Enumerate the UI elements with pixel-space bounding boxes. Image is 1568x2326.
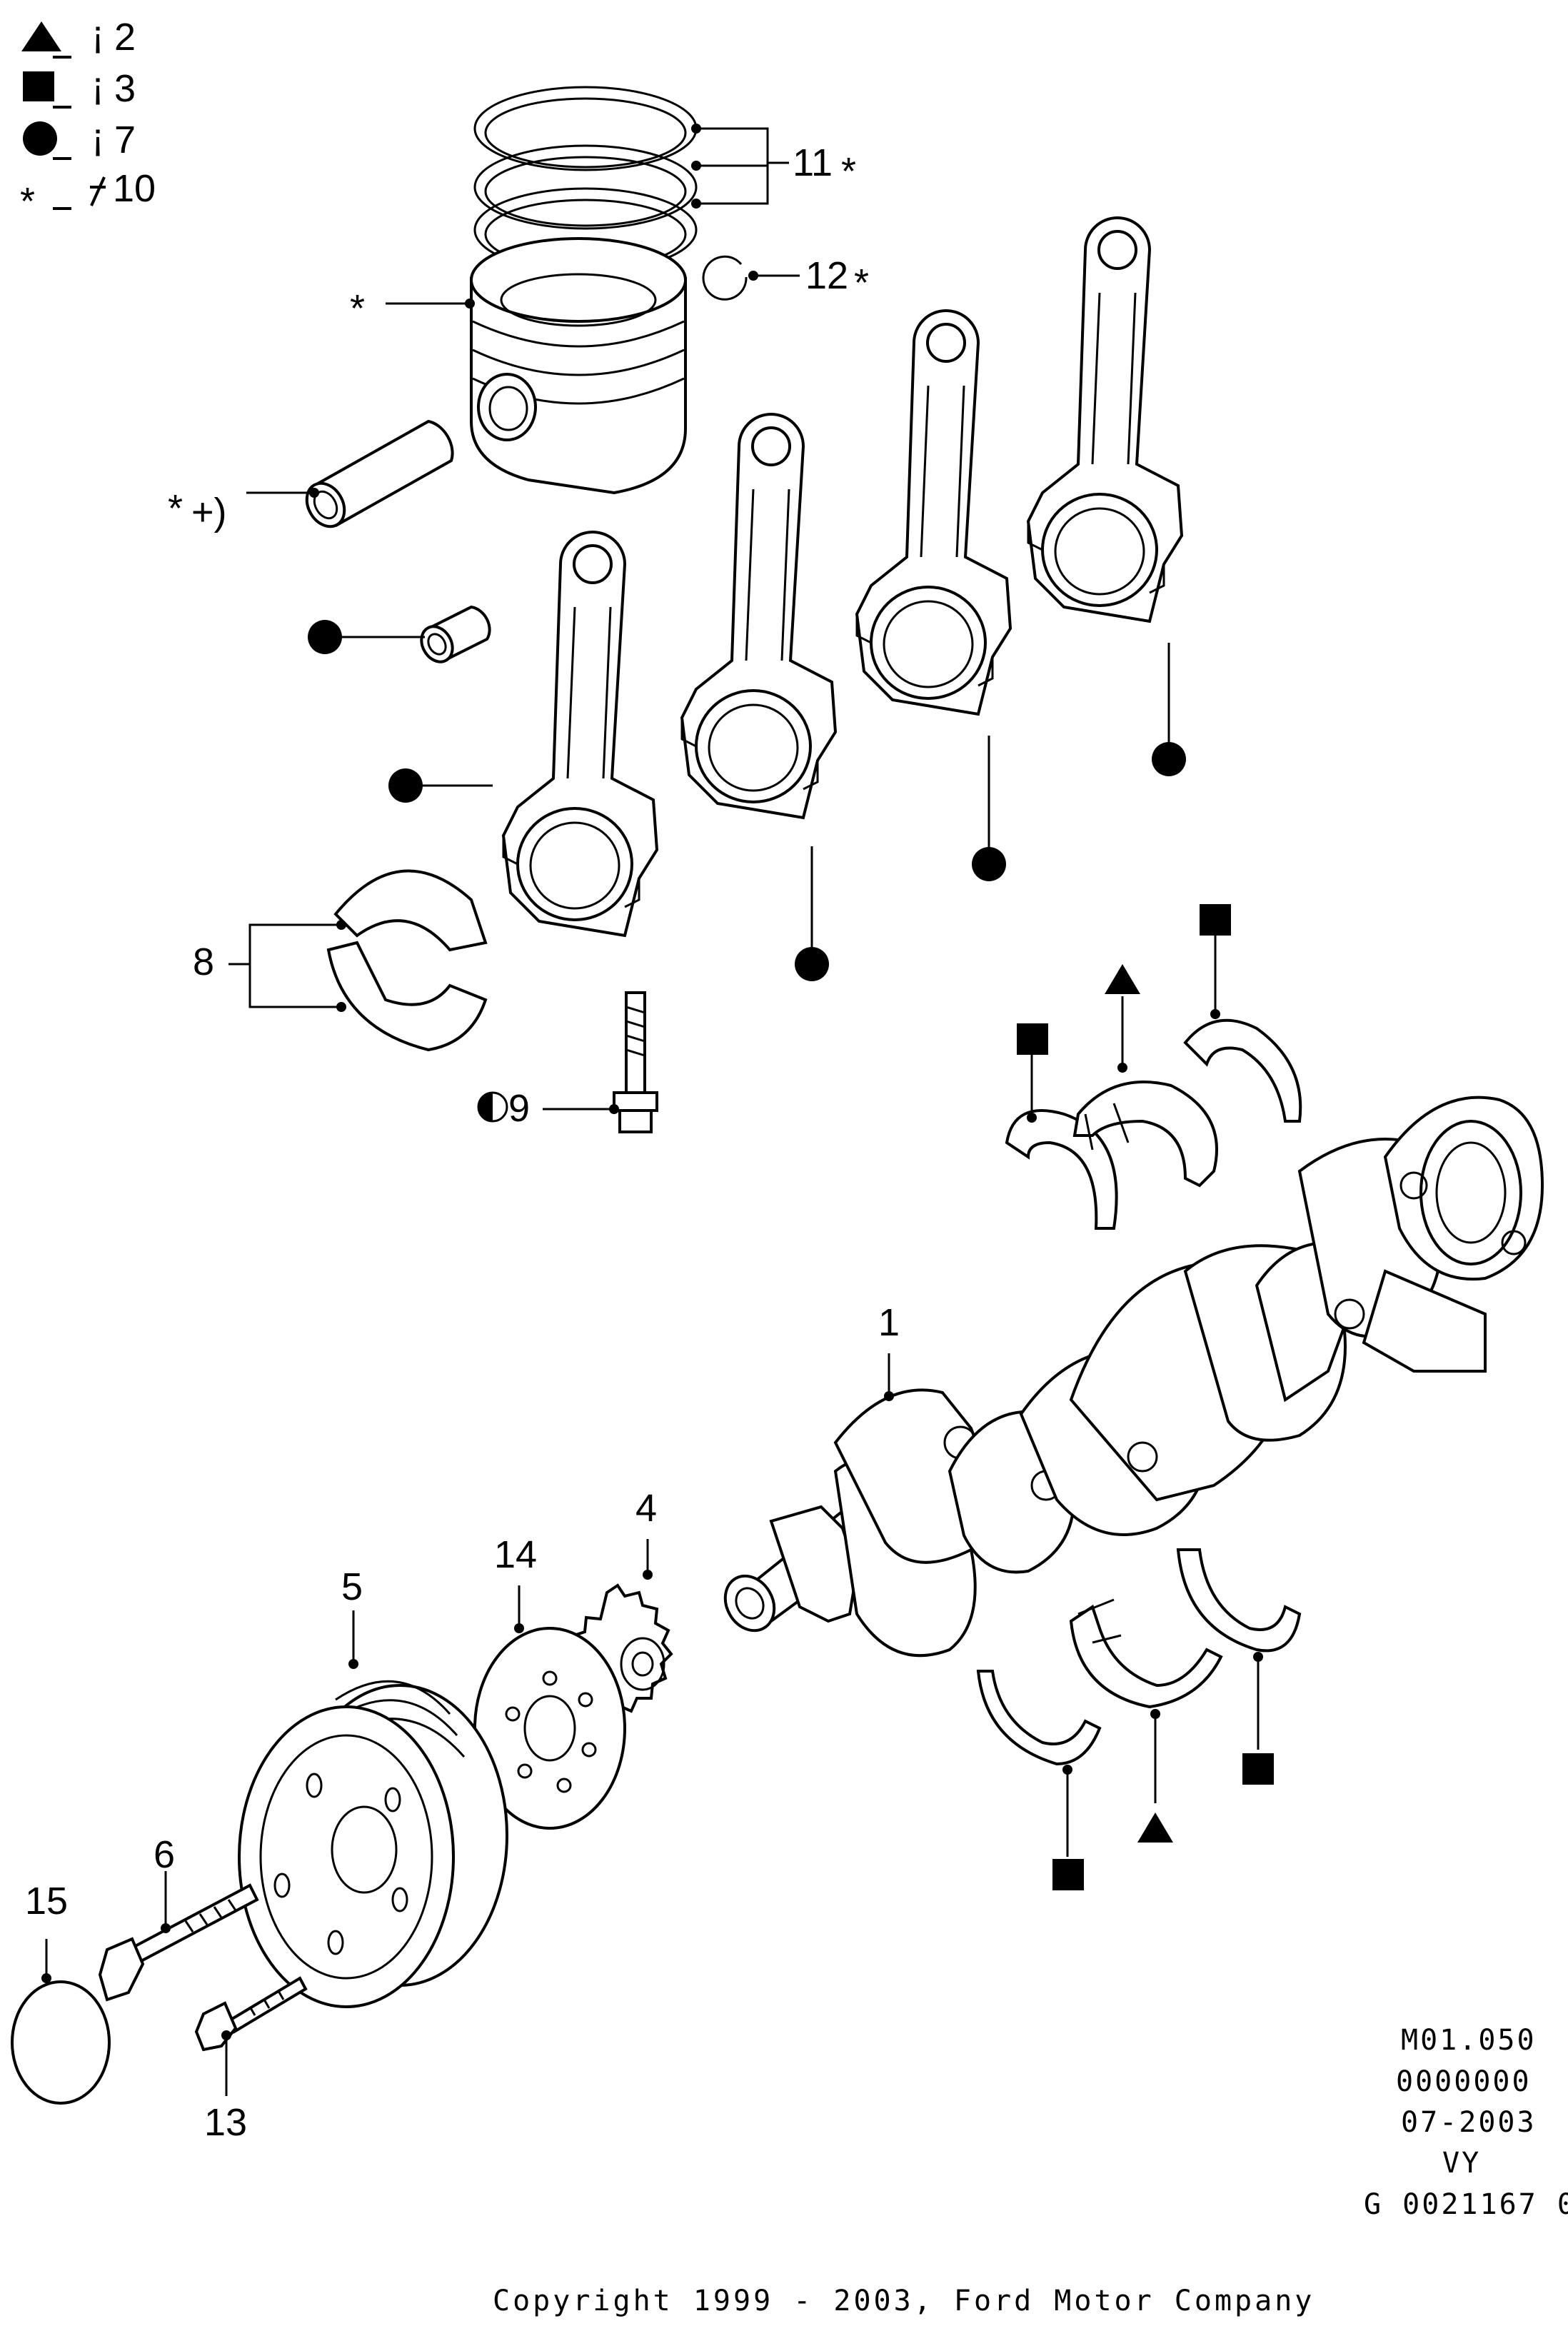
sealing-plug xyxy=(11,1980,111,2105)
callout-4: 4 xyxy=(635,1487,657,1530)
drawing-meta: M01.050 0000000 07-2003 VY G 0021167 0 xyxy=(1364,2024,1568,2221)
small-bolt xyxy=(194,1976,308,2052)
square-marker xyxy=(1017,1023,1048,1055)
crankshaft-flange xyxy=(473,1627,626,1830)
triangle-marker xyxy=(1137,1813,1173,1843)
circle-marker xyxy=(388,768,423,803)
svg-text:¡: ¡ xyxy=(91,13,104,56)
conrod-bearing-shells xyxy=(326,869,488,1052)
callout-5: 5 xyxy=(341,1565,363,1608)
callout-piston-asterisk: * xyxy=(350,287,365,330)
callout-9: 9 xyxy=(508,1087,530,1130)
half-circle-marker-icon xyxy=(478,1093,493,1121)
triangle-marker xyxy=(1105,964,1140,994)
callout-pin-asterisk: * xyxy=(168,487,183,530)
legend-triangle-value: 2 xyxy=(114,16,136,59)
circlip xyxy=(702,255,748,301)
piston xyxy=(470,237,687,495)
callout-14: 14 xyxy=(494,1533,537,1576)
circle-marker xyxy=(972,847,1006,881)
legend-asterisk-row: * 10 xyxy=(20,167,156,223)
conrod-bolt xyxy=(613,991,658,1133)
leader-11 xyxy=(691,124,789,209)
callout-6: 6 xyxy=(154,1833,175,1876)
crankshaft-pulley xyxy=(238,1680,508,2008)
lower-main-bearings xyxy=(976,1548,1302,1766)
meta-number: 0000000 xyxy=(1396,2065,1532,2098)
callout-12: 12 xyxy=(805,254,848,297)
callout-13: 13 xyxy=(204,2101,247,2144)
circle-marker xyxy=(795,947,829,981)
asterisk-symbol-icon: * xyxy=(20,180,35,223)
crankshaft xyxy=(723,1096,1544,1658)
meta-date: 07-2003 xyxy=(1401,2106,1537,2139)
legend-triangle-row: ¡ 2 xyxy=(21,13,136,59)
upper-main-bearings xyxy=(1005,1018,1302,1230)
svg-text:¡: ¡ xyxy=(91,64,104,107)
circle-marker xyxy=(308,620,342,654)
connecting-rod-2 xyxy=(680,413,837,819)
callout-11: 11 xyxy=(793,141,833,184)
connecting-rod-1 xyxy=(502,531,658,937)
pulley-bolt xyxy=(98,1883,259,2002)
square-marker xyxy=(1052,1859,1084,1890)
callout-pin-suffix: +) xyxy=(191,491,227,533)
legend-asterisk-value: 10 xyxy=(113,167,156,210)
svg-text:¡: ¡ xyxy=(91,116,104,159)
connecting-rod-4 xyxy=(1027,216,1183,623)
meta-ref: G 0021167 0 xyxy=(1364,2188,1568,2221)
callout-1: 1 xyxy=(878,1301,900,1344)
small-end-bushing xyxy=(420,605,491,663)
copyright-notice: Copyright 1999 - 2003, Ford Motor Compan… xyxy=(493,2285,1315,2317)
callout-8: 8 xyxy=(193,941,214,983)
meta-code: M01.050 xyxy=(1401,2024,1537,2057)
svg-text:*: * xyxy=(854,261,869,304)
square-symbol-icon xyxy=(23,71,54,101)
svg-text:*: * xyxy=(841,150,856,193)
triangle-symbol-icon xyxy=(21,21,61,51)
square-marker xyxy=(1242,1753,1274,1785)
piston-pin xyxy=(305,419,454,528)
legend-circle-value: 7 xyxy=(114,119,136,161)
circle-marker xyxy=(1152,742,1186,776)
legend: ¡ 2 ¡ 3 ¡ 7 * 10 xyxy=(20,13,156,223)
square-marker xyxy=(1200,904,1231,936)
connecting-rod-3 xyxy=(855,309,1012,716)
legend-square-value: 3 xyxy=(114,67,136,110)
meta-model: VY xyxy=(1442,2147,1481,2180)
callout-15: 15 xyxy=(25,1880,68,1923)
legend-square-row: ¡ 3 xyxy=(23,64,136,110)
legend-circle-row: ¡ 7 xyxy=(23,116,136,161)
circle-symbol-icon xyxy=(23,121,57,156)
